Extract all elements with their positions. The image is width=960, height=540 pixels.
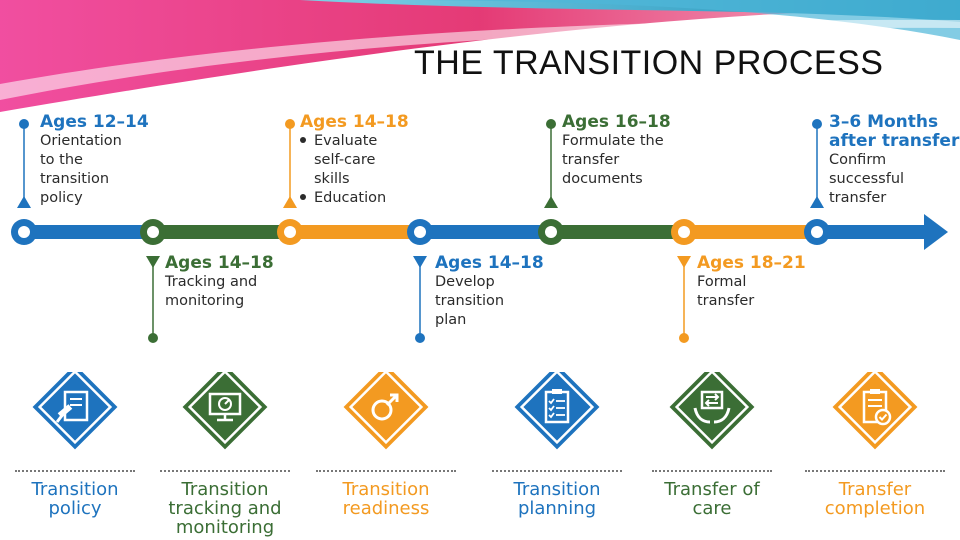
- milestone-line: Confirm: [829, 152, 887, 168]
- milestone-line: to the: [40, 152, 83, 168]
- phase-label: Transfer of care: [664, 479, 760, 519]
- timeline-arrowhead: [924, 214, 948, 250]
- phase-label: Transition readiness: [342, 479, 430, 519]
- hands-transfer-icon: [669, 372, 755, 450]
- phase-transfer-completion: Transfer completion: [800, 372, 950, 518]
- milestone-marker-7: [804, 119, 830, 245]
- milestone-age-line: 3–6 Months: [829, 112, 939, 132]
- phase-divider: [805, 470, 945, 472]
- milestone-marker-3: [277, 119, 303, 245]
- milestone-marker-1: [11, 119, 37, 245]
- milestone-age: Ages 18–21: [697, 253, 806, 273]
- slide-title: THE TRANSITION PROCESS: [414, 44, 884, 82]
- phase-label: Transition policy: [31, 479, 119, 519]
- milestone-line: Develop: [435, 274, 495, 290]
- phase-divider: [492, 470, 622, 472]
- milestone-line: transition: [40, 171, 110, 187]
- milestone-line: transition: [435, 293, 505, 309]
- milestone-line: Formulate the: [562, 133, 664, 149]
- milestone-age: Ages 14–18: [435, 253, 544, 273]
- milestone-line: documents: [562, 171, 643, 187]
- phase-transition-policy: Transition policy: [0, 372, 150, 518]
- timeline-segment-orange-1: [290, 225, 420, 239]
- timeline-segment-blue-3: [817, 225, 927, 239]
- phase-transition-tracking: Transition tracking and monitoring: [150, 372, 300, 537]
- milestone-marker-5: [538, 119, 564, 245]
- timeline-segment-green-1: [156, 225, 290, 239]
- milestone-line: policy: [40, 190, 83, 206]
- bullet-dot: [300, 137, 306, 143]
- milestone-marker-4: [407, 219, 433, 343]
- milestone-line: Tracking and: [165, 274, 258, 290]
- link-arrow-icon: [343, 372, 429, 450]
- bullet-item-continued: skills: [314, 171, 350, 187]
- milestone-line: plan: [435, 312, 467, 328]
- monitor-chart-icon: [182, 372, 268, 450]
- bullet-dot: [300, 194, 306, 200]
- milestone-7: 3–6 Months after transfer Confirm succes…: [829, 113, 959, 208]
- milestone-line: monitoring: [165, 293, 245, 309]
- bullet-item: Evaluate: [300, 132, 409, 151]
- header-swoosh: [0, 0, 960, 112]
- milestone-6: Ages 18–21 Formal transfer: [697, 254, 806, 311]
- phase-divider: [652, 470, 772, 472]
- milestone-bullets: Evaluate self-care skills Education: [300, 132, 409, 208]
- milestone-5: Ages 16–18 Formulate the transfer docume…: [562, 113, 671, 189]
- phase-label: Transition tracking and monitoring: [168, 479, 282, 538]
- milestone-4: Ages 14–18 Develop transition plan: [435, 254, 544, 330]
- phase-transition-planning: Transition planning: [482, 372, 632, 518]
- phase-divider: [316, 470, 456, 472]
- milestone-age-line: after transfer: [829, 131, 960, 151]
- timeline-segment-green-2: [552, 225, 684, 239]
- phase-divider: [160, 470, 290, 472]
- phase-divider: [15, 470, 135, 472]
- milestone-age: Ages 14–18: [300, 112, 409, 132]
- timeline-segment-blue-1: [20, 225, 156, 239]
- document-gavel-icon: [32, 372, 118, 450]
- timeline-segment-orange-2: [684, 225, 817, 239]
- milestone-3: Ages 14–18 Evaluate self-care skills Edu…: [300, 113, 409, 208]
- milestone-line: transfer: [697, 293, 755, 309]
- milestone-line: Formal: [697, 274, 747, 290]
- milestone-1: Ages 12–14 Orientation to the transition…: [40, 113, 149, 208]
- milestone-age: Ages 14–18: [165, 253, 274, 273]
- milestone-age: Ages 12–14: [40, 112, 149, 132]
- bullet-item-continued: self-care: [314, 152, 376, 168]
- milestone-line: transfer: [829, 190, 887, 206]
- milestone-line: successful: [829, 171, 905, 187]
- phase-transition-readiness: Transition readiness: [311, 372, 461, 518]
- milestone-marker-6: [671, 219, 697, 343]
- milestone-line: transfer: [562, 152, 620, 168]
- bullet-item: Education: [300, 189, 409, 208]
- milestone-2: Ages 14–18 Tracking and monitoring: [165, 254, 274, 311]
- timeline-segment-blue-2: [420, 225, 552, 239]
- phase-transfer-of-care: Transfer of care: [637, 372, 787, 518]
- phase-label: Transition planning: [513, 479, 601, 519]
- milestone-marker-2: [140, 219, 166, 343]
- milestone-line: Orientation: [40, 133, 122, 149]
- clipboard-check-icon: [832, 372, 918, 450]
- milestone-age: Ages 16–18: [562, 112, 671, 132]
- phase-label: Transfer completion: [824, 479, 926, 519]
- clipboard-checklist-icon: [514, 372, 600, 450]
